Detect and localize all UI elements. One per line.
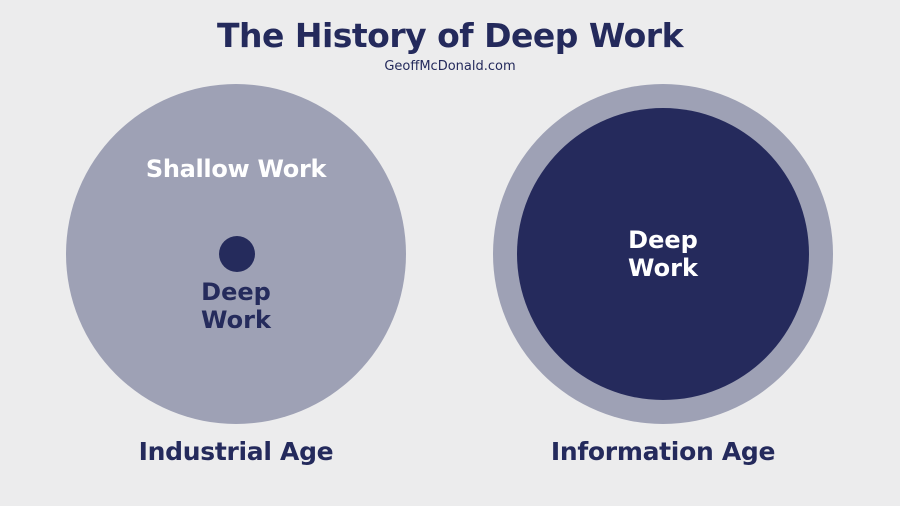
diagram-subtitle: GeoffMcDonald.com xyxy=(384,59,516,74)
industrial-age-caption: Industrial Age xyxy=(138,437,334,466)
shallow-work-label: Shallow Work xyxy=(145,155,327,183)
diagram-title: The History of Deep Work xyxy=(216,16,684,55)
deep-work-label-line: Work xyxy=(201,305,271,334)
deep-work-circle xyxy=(517,108,809,400)
deep-work-label-large: Deep Work xyxy=(563,226,763,282)
information-age-caption: Information Age xyxy=(550,437,776,466)
deep-work-label-line: Work xyxy=(628,253,698,282)
deep-work-label-line: Deep xyxy=(628,226,698,254)
deep-work-label-line: Deep xyxy=(201,278,271,306)
deep-work-label-small: Deep Work xyxy=(136,278,336,334)
deep-work-dot xyxy=(219,236,255,272)
